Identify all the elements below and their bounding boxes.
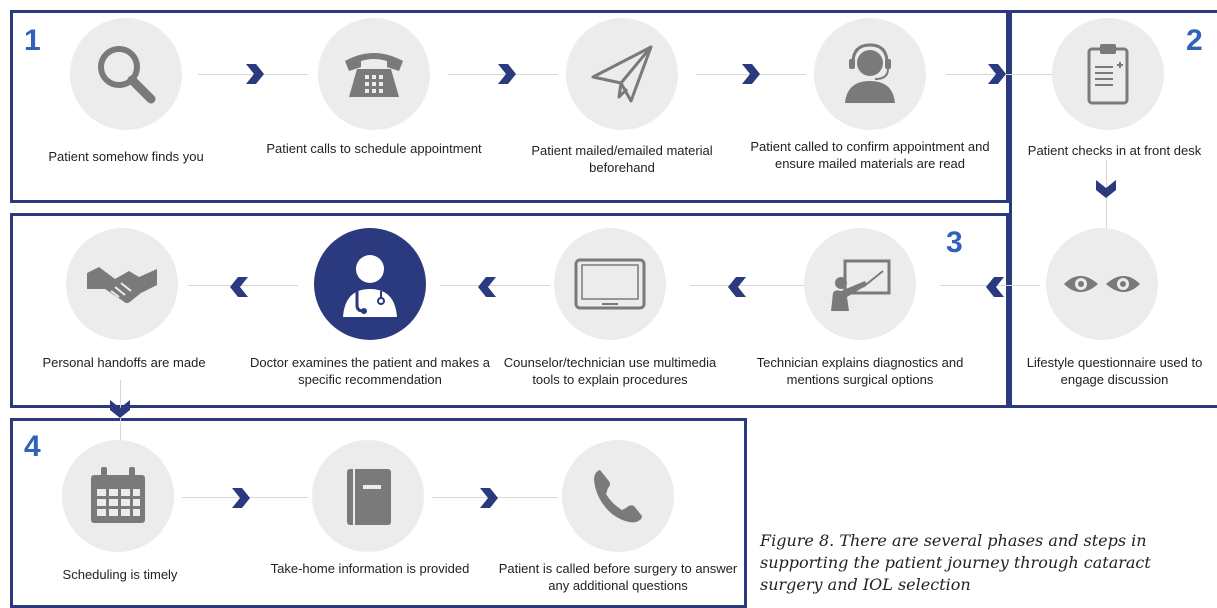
clipboard-icon bbox=[1087, 44, 1129, 105]
connector-line bbox=[188, 285, 298, 286]
calendar-icon bbox=[91, 467, 145, 523]
tablet-icon bbox=[574, 258, 646, 310]
doctor-icon bbox=[343, 255, 397, 317]
chevron-right-icon bbox=[498, 64, 516, 84]
step-circle-handoff bbox=[66, 228, 178, 340]
phase-3-box bbox=[10, 213, 1009, 408]
step-label-takehome: Take-home information is provided bbox=[270, 561, 470, 576]
step-label-calls: Patient calls to schedule appointment bbox=[266, 141, 482, 156]
chevron-down-icon bbox=[1096, 180, 1116, 198]
step-circle-confirm bbox=[814, 18, 926, 130]
figure-caption: Figure 8. There are several phases and s… bbox=[760, 531, 1151, 594]
chevron-down-icon bbox=[110, 400, 130, 418]
chevron-left-icon bbox=[986, 277, 1004, 297]
step-label-doctor: Doctor examines the patient and makes a … bbox=[250, 355, 490, 387]
chevron-left-icon bbox=[230, 277, 248, 297]
notebook-icon bbox=[347, 469, 391, 525]
step-label-called: Patient is called before surgery to answ… bbox=[498, 561, 738, 593]
step-label-technician: Technician explains diagnostics and ment… bbox=[756, 355, 964, 387]
chevron-right-icon bbox=[988, 64, 1006, 84]
step-label-finds: Patient somehow finds you bbox=[48, 149, 204, 164]
step-circle-doctor bbox=[314, 228, 426, 340]
step-label-mailed: Patient mailed/emailed material beforeha… bbox=[531, 143, 713, 175]
step-circle-counselor bbox=[554, 228, 666, 340]
telephone-icon bbox=[345, 53, 403, 97]
step-circle-finds bbox=[70, 18, 182, 130]
connector-line bbox=[440, 285, 550, 286]
phase-1-number: 1 bbox=[24, 24, 41, 57]
headset-operator-icon bbox=[845, 43, 895, 103]
connector-line bbox=[198, 74, 308, 75]
chevron-right-icon bbox=[480, 488, 498, 508]
step-circle-technician bbox=[804, 228, 916, 340]
eyes-icon bbox=[1064, 276, 1140, 292]
handshake-icon bbox=[87, 267, 157, 303]
step-label-checkin: Patient checks in at front desk bbox=[1027, 143, 1202, 158]
phase-4-number: 4 bbox=[24, 430, 41, 463]
step-label-handoff: Personal handoffs are made bbox=[42, 355, 206, 370]
magnifier-icon bbox=[98, 46, 156, 104]
step-circle-calls bbox=[318, 18, 430, 130]
connector-line bbox=[448, 74, 558, 75]
step-label-counselor: Counselor/technician use multimedia tool… bbox=[503, 355, 717, 387]
phase-1-box bbox=[10, 10, 1009, 203]
step-label-lifestyle: Lifestyle questionnaire used to engage d… bbox=[1026, 355, 1203, 387]
step-circle-mailed bbox=[566, 18, 678, 130]
step-label-scheduling: Scheduling is timely bbox=[62, 567, 178, 582]
chevron-right-icon bbox=[742, 64, 760, 84]
chevron-right-icon bbox=[232, 488, 250, 508]
presentation-board-icon bbox=[831, 259, 891, 311]
step-circle-scheduling bbox=[62, 440, 174, 552]
chevron-left-icon bbox=[478, 277, 496, 297]
phase-2-number: 2 bbox=[1186, 24, 1203, 57]
step-label-confirm: Patient called to confirm appointment an… bbox=[750, 139, 990, 171]
phone-handset-icon bbox=[594, 470, 642, 523]
step-circle-called bbox=[562, 440, 674, 552]
step-circle-checkin bbox=[1052, 18, 1164, 130]
step-circle-takehome bbox=[312, 440, 424, 552]
step-circle-lifestyle bbox=[1046, 228, 1158, 340]
phase-2-box bbox=[1009, 10, 1217, 408]
chevron-left-icon bbox=[728, 277, 746, 297]
paper-plane-icon bbox=[591, 45, 653, 103]
phase-3-number: 3 bbox=[946, 226, 963, 259]
chevron-right-icon bbox=[246, 64, 264, 84]
connector-line bbox=[690, 285, 810, 286]
connector-line bbox=[946, 74, 1066, 75]
